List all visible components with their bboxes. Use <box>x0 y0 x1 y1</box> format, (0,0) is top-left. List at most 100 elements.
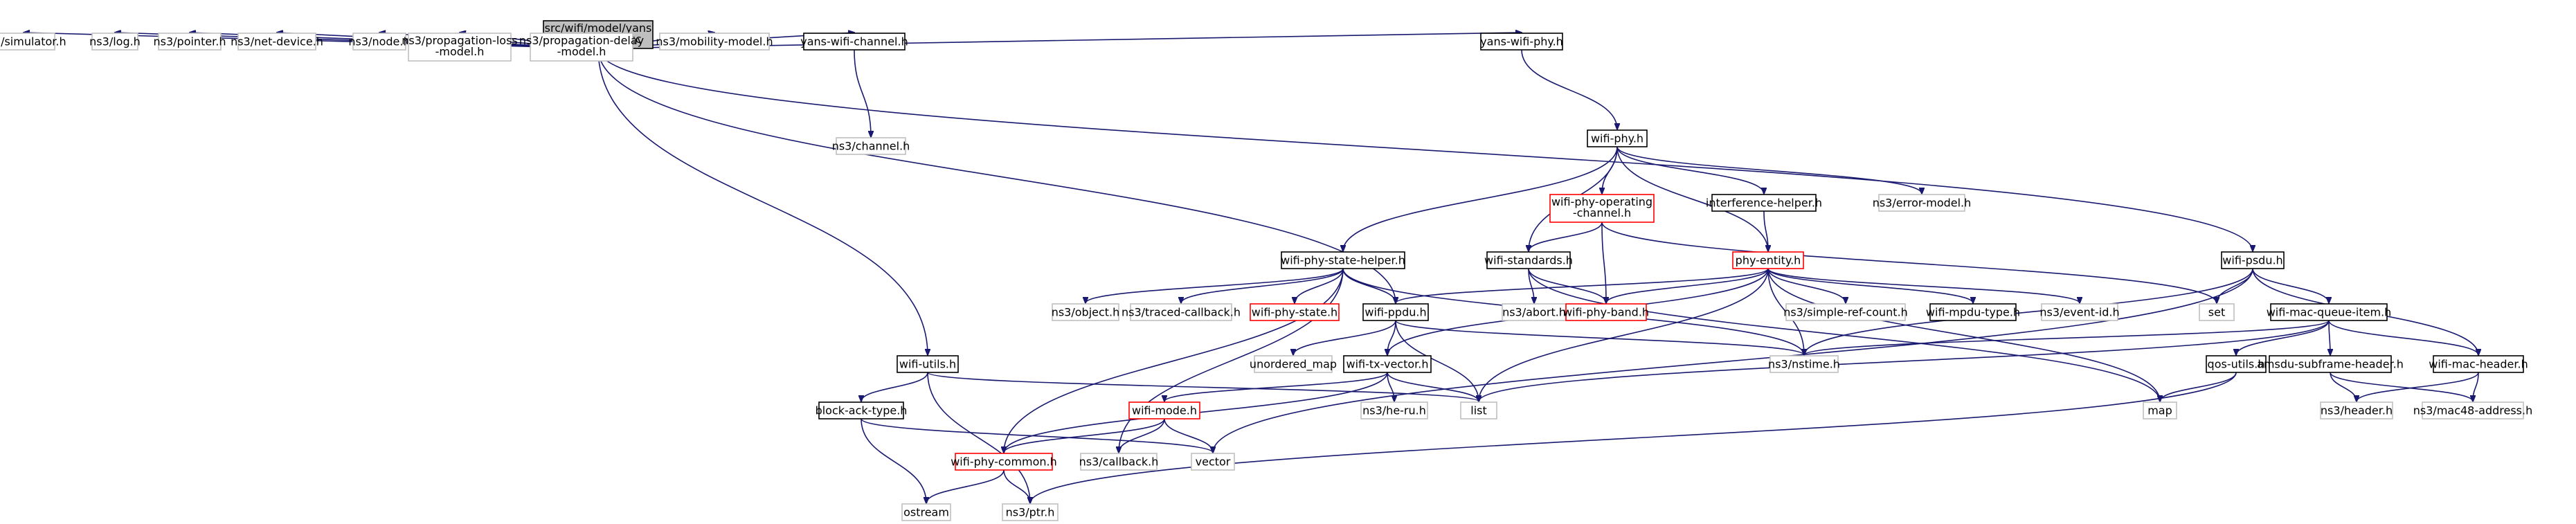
graph-node-traced[interactable]: ns3/traced-callback.h <box>1122 303 1241 321</box>
graph-node-blockack[interactable]: block-ack-type.h <box>816 401 908 419</box>
edge-psdu-to-nstime <box>1804 268 2253 355</box>
graph-node-log[interactable]: ns3/log.h <box>89 33 141 51</box>
graph-node-node[interactable]: ns3/node.h <box>348 33 411 51</box>
graph-node-mobility[interactable]: ns3/mobility-model.h <box>656 33 773 51</box>
edge-utils-to-ptr <box>927 372 1030 503</box>
graph-node-macheader[interactable]: wifi-mac-header.h <box>2429 355 2528 373</box>
edge-statehelper-to-physcommon <box>1004 268 1344 453</box>
graph-node-proploss[interactable]: ns3/propagation-loss-model.h <box>402 33 518 62</box>
edge-physcommon-to-ptr <box>1003 469 1030 503</box>
graph-node-ostream[interactable]: ostream <box>901 503 951 521</box>
node-label: qos-utils.h <box>2208 358 2265 371</box>
edge-phyentity-to-simplerefcount <box>1767 268 1846 303</box>
graph-node-callback[interactable]: ns3/callback.h <box>1079 453 1159 471</box>
graph-node-physcommon[interactable]: wifi-phy-common.h <box>951 453 1057 471</box>
graph-node-header[interactable]: ns3/header.h <box>2320 401 2393 419</box>
graph-node-netdevice[interactable]: ns3/net-device.h <box>231 33 323 51</box>
node-label: wifi-tx-vector.h <box>1346 358 1429 371</box>
edge-phyentity-to-phyband <box>1606 268 1769 303</box>
graph-node-qosutils[interactable]: qos-utils.h <box>2206 355 2267 373</box>
graph-node-set[interactable]: set <box>2199 303 2235 321</box>
graph-node-mpdutype[interactable]: wifi-mpdu-type.h <box>1926 303 2020 321</box>
node-label: -model.h <box>435 45 485 58</box>
node-label: ns3/node.h <box>348 35 410 48</box>
graph-node-phyband[interactable]: wifi-phy-band.h <box>1563 303 1649 321</box>
graph-node-wifimode[interactable]: wifi-mode.h <box>1128 401 1200 419</box>
graph-node-utils[interactable]: wifi-utils.h <box>897 355 959 373</box>
node-label: set <box>2208 306 2225 319</box>
graph-node-eventid[interactable]: ns3/event-id.h <box>2039 303 2120 321</box>
node-label: ns3/he-ru.h <box>1362 404 1426 417</box>
graph-node-pointer[interactable]: ns3/pointer.h <box>153 33 226 51</box>
node-label: wifi-phy-operating <box>1551 195 1652 208</box>
graph-node-unorderedmap[interactable]: unordered_map <box>1250 355 1337 373</box>
node-label: wifi-mac-queue-item.h <box>2267 306 2392 319</box>
graph-node-psdu[interactable]: wifi-psdu.h <box>2221 251 2285 269</box>
edge-macheader-to-mac48 <box>2473 372 2479 401</box>
graph-node-simplerefcount[interactable]: ns3/simple-ref-count.h <box>1783 303 1908 321</box>
node-label: ns3/channel.h <box>832 140 910 153</box>
node-box <box>1250 303 1340 321</box>
edge-macheader-to-header <box>2357 372 2479 401</box>
node-box <box>1711 194 1817 212</box>
node-box <box>1128 401 1200 419</box>
graph-node-simulator[interactable]: ns3/simulator.h <box>0 33 66 51</box>
graph-node-errormodel[interactable]: ns3/error-model.h <box>1873 194 1972 212</box>
node-label: wifi-ppdu.h <box>1364 306 1426 319</box>
node-box <box>1486 251 1571 269</box>
graph-node-standards[interactable]: wifi-standards.h <box>1484 251 1573 269</box>
edge-standards-to-abort <box>1528 268 1534 303</box>
graph-node-propdelay[interactable]: ns3/propagation-delay-model.h <box>519 33 644 62</box>
node-box <box>91 33 138 51</box>
graph-node-wifiphy[interactable]: wifi-phy.h <box>1587 129 1648 147</box>
graph-node-ppdu[interactable]: wifi-ppdu.h <box>1362 303 1429 321</box>
edge-utils-to-blockack <box>861 372 928 401</box>
node-label: wifi-phy-state.h <box>1252 306 1337 319</box>
edge-wifimode-to-physcommon <box>1004 418 1165 453</box>
node-label: ns3/ptr.h <box>1006 506 1055 519</box>
node-box <box>0 33 55 51</box>
graph-node-heru[interactable]: ns3/he-ru.h <box>1360 401 1428 419</box>
graph-node-statehelper[interactable]: wifi-phy-state-helper.h <box>1281 251 1405 269</box>
node-box <box>1362 303 1429 321</box>
node-label: ns3/simple-ref-count.h <box>1783 306 1908 319</box>
edge-opchannel-to-phyband <box>1601 222 1606 303</box>
graph-node-macqueueitem[interactable]: wifi-mac-queue-item.h <box>2267 303 2392 321</box>
node-label: -channel.h <box>1573 206 1631 219</box>
graph-node-txvector[interactable]: wifi-tx-vector.h <box>1343 355 1432 373</box>
graph-node-mac48[interactable]: ns3/mac48-address.h <box>2413 401 2532 419</box>
graph-node-yansphy[interactable]: yans-wifi-phy.h <box>1480 33 1563 51</box>
graph-node-amsdu[interactable]: amsdu-subframe-header.h <box>2257 355 2404 373</box>
graph-node-channel[interactable]: ns3/channel.h <box>832 137 910 155</box>
edge-txvector-to-list <box>1387 372 1479 401</box>
node-label: phy-entity.h <box>1736 254 1801 267</box>
graph-node-object[interactable]: ns3/object.h <box>1052 303 1120 321</box>
graph-node-nstime[interactable]: ns3/nstime.h <box>1768 355 1840 373</box>
node-box <box>1080 453 1158 471</box>
node-box <box>237 33 316 51</box>
graph-node-phyentity[interactable]: phy-entity.h <box>1732 251 1804 269</box>
node-label: block-ack-type.h <box>816 404 908 417</box>
node-label: wifi-phy.h <box>1591 132 1643 145</box>
edge-statehelper-to-object <box>1086 268 1344 303</box>
graph-node-abort[interactable]: ns3/abort.h <box>1502 303 1567 321</box>
node-label: -model.h <box>557 45 606 58</box>
edge-blockack-to-vector <box>861 418 1213 453</box>
graph-node-ptr[interactable]: ns3/ptr.h <box>1002 503 1059 521</box>
graph-node-opchannel[interactable]: wifi-phy-operating-channel.h <box>1549 194 1655 223</box>
node-box <box>1052 303 1119 321</box>
edge-wifiphy-to-errormodel <box>1616 146 1922 194</box>
edge-opchannel-to-set <box>1601 222 2217 303</box>
graph-node-yanschannel[interactable]: yans-wifi-channel.h <box>800 33 908 51</box>
graph-node-interference[interactable]: interference-helper.h <box>1706 194 1822 212</box>
graph-node-list[interactable]: list <box>1460 401 1497 419</box>
graph-node-vector[interactable]: vector <box>1191 453 1235 471</box>
node-label: list <box>1470 404 1487 417</box>
node-box <box>1587 129 1648 147</box>
edge-macqueueitem-to-macheader <box>2328 320 2478 355</box>
node-box <box>1785 303 1906 321</box>
graph-node-phystate[interactable]: wifi-phy-state.h <box>1250 303 1340 321</box>
node-box <box>1565 303 1647 321</box>
graph-node-map[interactable]: map <box>2143 401 2177 419</box>
